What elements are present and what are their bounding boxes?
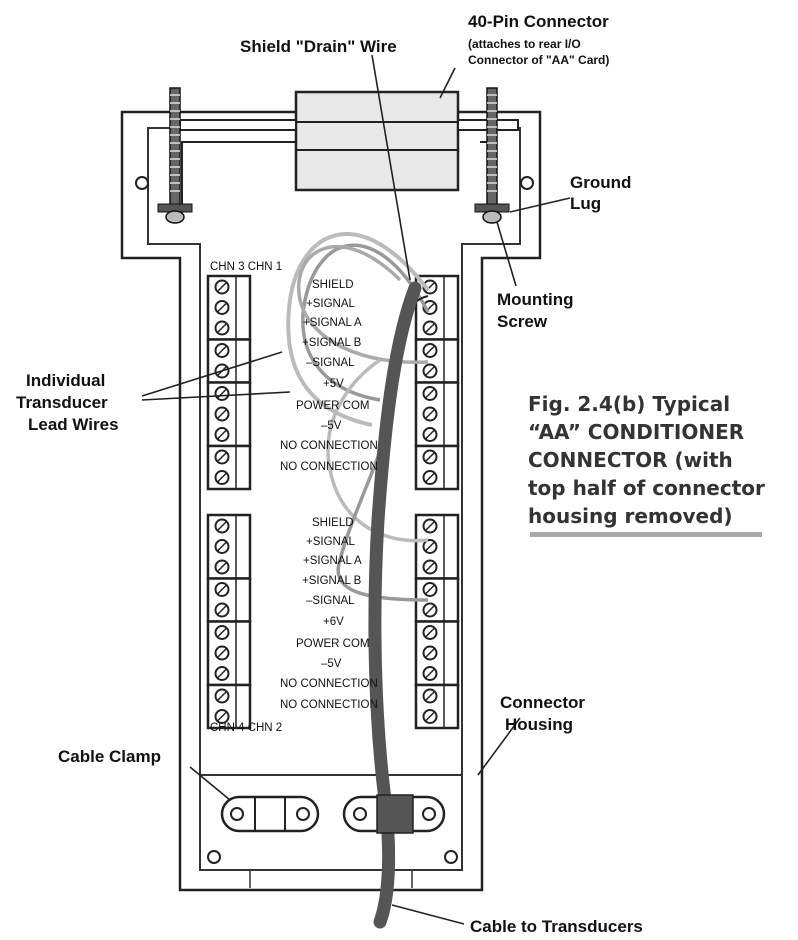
- mounting-screw-label: Screw: [497, 312, 548, 331]
- lead-wires-label: Lead Wires: [28, 415, 119, 434]
- figure-caption: top half of connector: [528, 476, 765, 500]
- terminal-block: [414, 444, 460, 491]
- connector-note-label: (attaches to rear I/O: [468, 37, 581, 51]
- figure-caption: “AA” CONDITIONER: [528, 420, 744, 444]
- pin-label: +6V: [323, 616, 344, 628]
- pin-label: POWER COM: [296, 638, 369, 650]
- pin-label: NO CONNECTION: [280, 440, 378, 452]
- mount-hole: [135, 176, 149, 190]
- pin-label: NO CONNECTION: [280, 461, 378, 473]
- pin-label: SHIELD: [312, 517, 354, 529]
- terminal-block: [206, 683, 252, 730]
- caption-underline: [530, 532, 762, 537]
- cable-clamp-label: Cable Clamp: [58, 747, 161, 766]
- pin-label: –SIGNAL: [306, 357, 355, 369]
- terminal-block: [206, 577, 252, 623]
- pin-label: +SIGNAL: [306, 298, 356, 310]
- connector-title-label: 40-Pin Connector: [468, 12, 609, 31]
- ground-lug-label: Lug: [570, 194, 601, 213]
- terminal-block: [206, 444, 252, 491]
- cable-clamp-right: [342, 794, 446, 834]
- housing-label: Connector: [500, 693, 585, 712]
- pin-labels: SHIELD +SIGNAL +SIGNAL A +SIGNAL B –SIGNAL +5…: [280, 279, 378, 711]
- leader-lines: [141, 54, 571, 925]
- pin-label: –5V: [321, 420, 342, 432]
- ground-lug-label: Ground: [570, 173, 631, 192]
- figure-caption: CONNECTOR (with: [528, 448, 733, 472]
- pin-label: SHIELD: [312, 279, 354, 291]
- pin-label: +SIGNAL A: [303, 317, 362, 329]
- cable-label: Cable to Transducers: [470, 917, 643, 936]
- housing-label: Housing: [505, 715, 573, 734]
- lead-wires-label: Transducer: [16, 393, 108, 412]
- terminal-block: [414, 683, 460, 730]
- cable-clamp-left: [220, 795, 320, 833]
- pin-label: +SIGNAL B: [302, 337, 362, 349]
- lead-wires-label: Individual: [26, 371, 105, 390]
- pin-label: NO CONNECTION: [280, 678, 378, 690]
- transducer-cable: [368, 281, 422, 929]
- mount-hole: [444, 850, 458, 864]
- pin-label: +SIGNAL A: [303, 555, 362, 567]
- mounting-screw-label: Mounting: [497, 290, 573, 309]
- connector-note-label: Connector of "AA" Card): [468, 53, 609, 67]
- pin-label: POWER COM: [296, 400, 369, 412]
- pin-label: NO CONNECTION: [280, 699, 378, 711]
- mounting-screw-right: [474, 87, 510, 224]
- mount-hole: [520, 176, 534, 190]
- shield-drain-label: Shield "Drain" Wire: [240, 37, 397, 56]
- channel-label-bottom: CHN 4 CHN 2: [210, 722, 282, 734]
- channel-label-top: CHN 3 CHN 1: [210, 261, 282, 273]
- pin-label: +SIGNAL B: [302, 575, 362, 587]
- pin-label: +5V: [323, 378, 344, 390]
- figure-caption: Fig. 2.4(b) Typical: [528, 392, 730, 416]
- terminal-strips: [206, 274, 460, 730]
- mount-hole: [207, 850, 221, 864]
- mounting-screw-left: [157, 87, 193, 224]
- terminal-block: [206, 338, 252, 384]
- pin-label: +SIGNAL: [306, 536, 356, 548]
- pin-label: –5V: [321, 658, 342, 670]
- figure-caption: housing removed): [528, 504, 733, 528]
- housing-base: [199, 774, 463, 871]
- housing-outline: [120, 110, 542, 892]
- pin-label: –SIGNAL: [306, 595, 355, 607]
